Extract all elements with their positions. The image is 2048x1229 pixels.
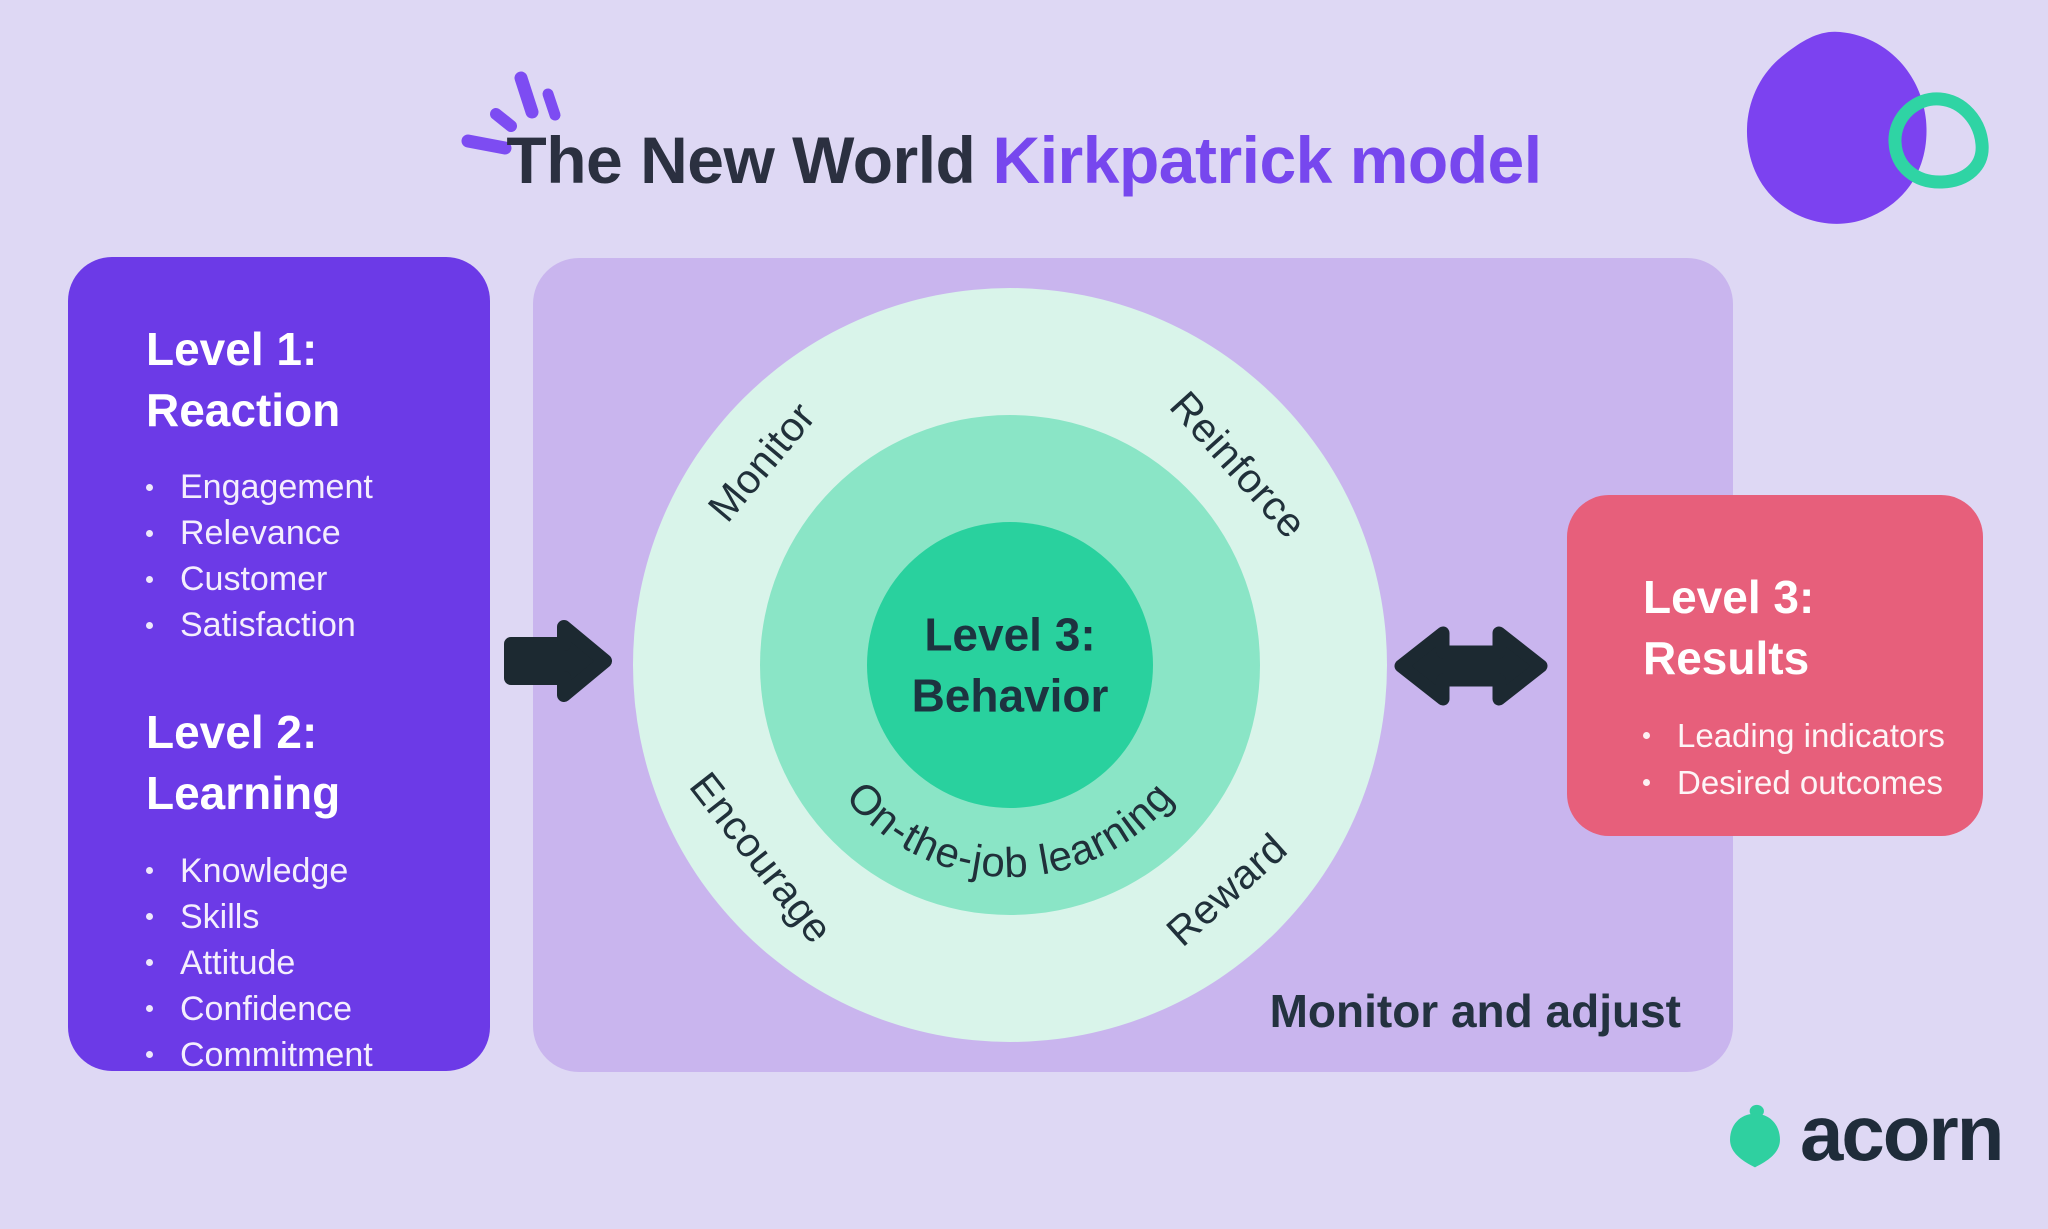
bullet-text: Satisfaction: [180, 606, 356, 645]
bullet-text: Desired outcomes: [1677, 764, 1943, 802]
list-item: Attitude: [146, 940, 460, 986]
level-2-heading: Level 2: Learning: [146, 702, 460, 823]
level-1-heading: Level 1: Reaction: [146, 319, 460, 440]
list-item: Leading indicators: [1643, 712, 1957, 759]
list-item: Customer: [146, 556, 460, 602]
monitor-adjust-label: Monitor and adjust: [1269, 985, 1681, 1037]
decorative-blob-group: [1746, 31, 1989, 224]
bullet-dot: [1643, 732, 1650, 740]
list-item: Desired outcomes: [1643, 759, 1957, 806]
title-prefix: The New World: [506, 123, 976, 197]
bullet-text: Skills: [180, 897, 260, 936]
levels-1-2-card: Level 1: Reaction Engagement Relevance C…: [68, 257, 490, 1074]
results-heading-line2: Results: [1643, 631, 1810, 684]
bullet-text: Knowledge: [180, 851, 349, 890]
triangle-ring-icon: [1888, 92, 1989, 189]
sparkle-icon: [461, 71, 561, 155]
bullet-text: Attitude: [180, 943, 296, 982]
level-1-heading-line1: Level 1:: [146, 323, 318, 375]
list-item: Engagement: [146, 464, 460, 510]
logo-text: acorn: [1800, 1089, 2004, 1177]
bullet-dot: [146, 575, 153, 583]
list-item: Knowledge: [146, 848, 460, 894]
level-2-heading-line2: Learning: [146, 767, 341, 820]
bullet-text: Commitment: [180, 1035, 373, 1074]
acorn-logo: acorn: [1728, 1094, 2004, 1176]
title-highlight: Kirkpatrick model: [992, 123, 1543, 197]
list-item: Skills: [146, 894, 460, 940]
bullet-dot: [146, 1051, 153, 1059]
core-label: Level 3: Behavior: [912, 604, 1109, 725]
core-label-line2: Behavior: [911, 669, 1109, 721]
bullet-dot: [146, 1005, 153, 1013]
list-item: Relevance: [146, 510, 460, 556]
list-item: Satisfaction: [146, 602, 460, 648]
bullet-dot: [1643, 779, 1650, 787]
bullet-text: Leading indicators: [1677, 717, 1945, 755]
results-heading-line1: Level 3:: [1643, 571, 1815, 623]
bullet-dot: [146, 913, 153, 921]
blob-icon: [1746, 31, 1927, 224]
level-1-heading-line2: Reaction: [146, 383, 341, 436]
level-2-section: Level 2: Learning Knowledge Skills Attit…: [146, 702, 460, 1077]
list-item: Commitment: [146, 1032, 460, 1078]
bullet-dot: [146, 621, 153, 629]
bullet-dot: [146, 867, 153, 875]
concentric-rings: On-the-job learning: [633, 288, 1387, 1042]
bullet-text: Confidence: [180, 989, 353, 1028]
bullet-dot: [146, 483, 153, 491]
bullet-text: Customer: [180, 560, 328, 599]
bullet-text: Engagement: [180, 468, 373, 507]
level-3-results-card: Level 3: Results Leading indicators Desi…: [1567, 495, 1983, 836]
results-heading: Level 3: Results: [1643, 567, 1957, 688]
level-2-heading-line1: Level 2:: [146, 706, 318, 759]
arrow-right-icon: [504, 620, 612, 702]
level-1-bullet-list: Engagement Relevance Customer Satisfacti…: [146, 464, 460, 648]
bullet-dot: [146, 529, 153, 537]
behavior-diagram-panel: On-the-job learning Monitor Reinforce En…: [533, 258, 1733, 1072]
list-item: Confidence: [146, 986, 460, 1032]
bullet-text: Relevance: [180, 514, 341, 553]
arrow-both-icon: [1394, 626, 1548, 706]
level-1-section: Level 1: Reaction Engagement Relevance C…: [146, 319, 460, 648]
level-2-bullet-list: Knowledge Skills Attitude Confidence Com…: [146, 848, 460, 1078]
core-circle: [867, 522, 1153, 808]
acorn-icon: [1730, 1104, 1780, 1168]
bullet-dot: [146, 959, 153, 967]
results-bullet-list: Leading indicators Desired outcomes: [1643, 712, 1957, 806]
core-label-line1: Level 3:: [924, 608, 1096, 661]
